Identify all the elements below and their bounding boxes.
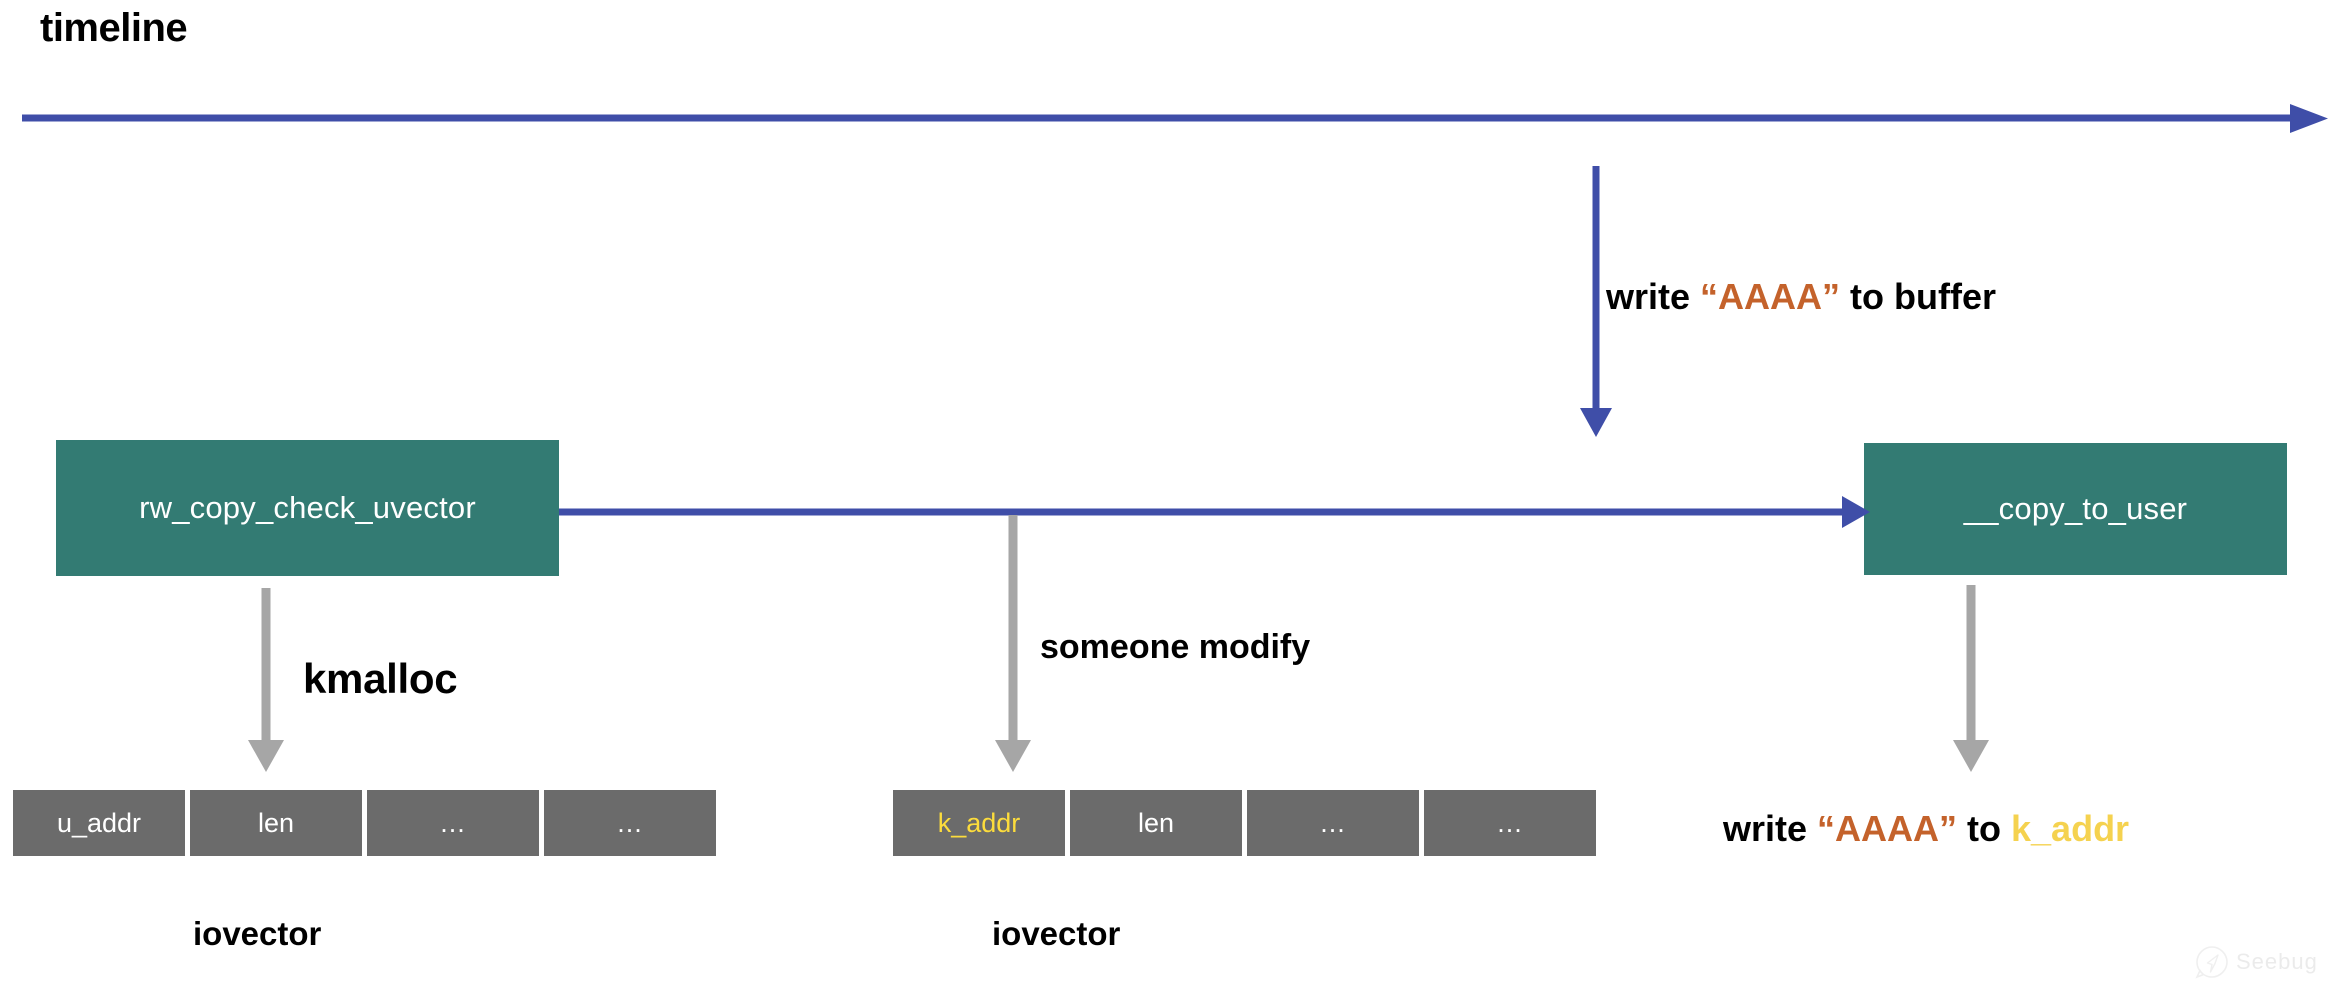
page-title: timeline — [40, 6, 188, 50]
annotation-payload: “AAAA” — [1700, 276, 1841, 317]
watermark-text: Seebug — [2236, 949, 2318, 974]
iovector-cell: ... — [544, 790, 716, 856]
iovector-cell-label: ... — [617, 807, 643, 838]
annotation-target: k_addr — [2011, 808, 2130, 849]
iovector-table-user: u_addr len ... ... — [13, 790, 716, 856]
iovector-cell-label: len — [1137, 807, 1175, 838]
seebug-logo-icon — [2195, 946, 2228, 979]
iovector-cell-label: u_addr — [56, 807, 142, 838]
iovector-cell-label: len — [257, 807, 295, 838]
watermark: Seebug — [2194, 944, 2318, 980]
iovector-table-modified: k_addr len ... ... — [893, 790, 1596, 856]
someone-modify-arrow — [995, 515, 1031, 772]
timeline-axis-arrow — [22, 104, 2328, 133]
copy-to-user-result-arrow — [1953, 585, 1989, 772]
process-box-rw-copy-check-uvector: rw_copy_check_uvector — [56, 440, 559, 576]
iovector-caption-user: iovector — [193, 915, 322, 952]
annotation-prefix: write — [1723, 808, 1818, 849]
process-box-label: __copy_to_user — [1963, 491, 2188, 526]
annotation-someone-modify: someone modify — [1040, 628, 1311, 666]
iovector-caption-modified: iovector — [992, 915, 1121, 952]
iovector-cell: u_addr — [13, 790, 185, 856]
iovector-cell: ... — [1424, 790, 1596, 856]
annotation-suffix: to buffer — [1840, 276, 1997, 317]
annotation-write-kaddr: write “AAAA” to k_addr — [1723, 808, 2129, 850]
process-box-copy-to-user: __copy_to_user — [1864, 443, 2287, 575]
annotation-payload: “AAAA” — [1817, 808, 1958, 849]
iovector-cell-label: ... — [440, 807, 466, 838]
annotation-write-buffer: write “AAAA” to buffer — [1606, 276, 1996, 318]
iovector-cell: ... — [1247, 790, 1419, 856]
iovector-cell: ... — [367, 790, 539, 856]
annotation-prefix: write — [1606, 276, 1701, 317]
annotation-kmalloc: kmalloc — [303, 655, 458, 702]
iovector-cell-label: ... — [1320, 807, 1346, 838]
iovector-cell-label: ... — [1497, 807, 1523, 838]
iovector-cell: len — [190, 790, 362, 856]
kmalloc-arrow — [248, 588, 284, 772]
iovector-cell: k_addr — [893, 790, 1065, 856]
iovector-cell-label: k_addr — [937, 807, 1021, 838]
annotation-middle: to — [1957, 808, 2012, 849]
iovector-cell: len — [1070, 790, 1242, 856]
process-flow-arrow — [559, 496, 1870, 528]
process-box-label: rw_copy_check_uvector — [139, 490, 476, 525]
